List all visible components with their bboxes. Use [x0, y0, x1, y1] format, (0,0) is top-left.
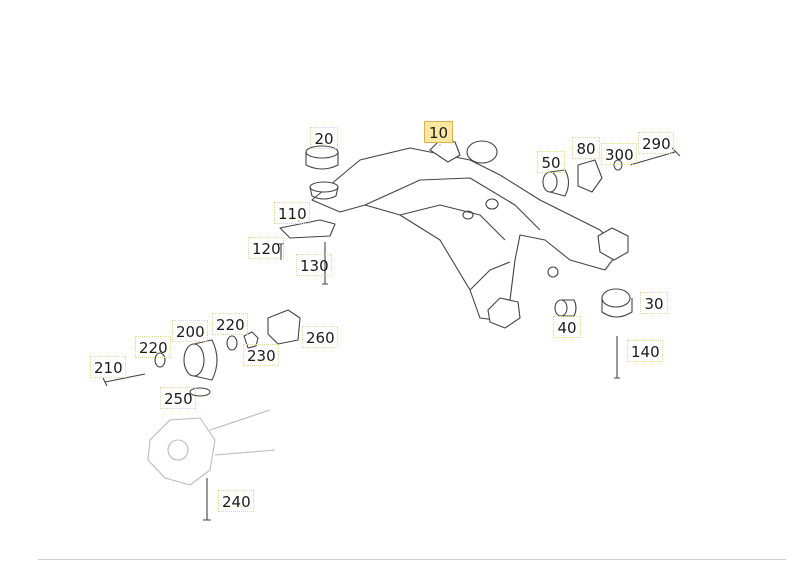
- callout-120[interactable]: 120: [248, 237, 284, 259]
- bushing-50[interactable]: [542, 169, 570, 197]
- bottom-divider: [38, 559, 786, 560]
- washer-250[interactable]: [189, 387, 211, 397]
- bolt-140[interactable]: [614, 336, 620, 379]
- mount-30[interactable]: [601, 288, 633, 318]
- callout-250[interactable]: 250: [160, 387, 196, 409]
- callout-200[interactable]: 200: [172, 320, 208, 342]
- callout-110[interactable]: 110: [274, 202, 310, 224]
- bolt-210[interactable]: [102, 373, 146, 387]
- callout-80[interactable]: 80: [572, 137, 600, 159]
- washer-300[interactable]: [613, 159, 623, 171]
- bolt-130[interactable]: [322, 242, 328, 285]
- callout-30[interactable]: 30: [640, 292, 668, 314]
- callout-240[interactable]: 240: [218, 490, 254, 512]
- callout-220-left[interactable]: 220: [135, 336, 171, 358]
- bushing-200[interactable]: [183, 339, 218, 381]
- bracket-260[interactable]: [267, 309, 301, 345]
- washer-220-left[interactable]: [154, 352, 166, 368]
- mount-80[interactable]: [577, 159, 603, 193]
- callout-230[interactable]: 230: [243, 344, 279, 366]
- callout-290[interactable]: 290: [638, 132, 674, 154]
- rear-subframe-part[interactable]: [311, 139, 629, 329]
- callout-220-right[interactable]: 220: [212, 313, 248, 335]
- callout-210[interactable]: 210: [90, 356, 126, 378]
- knuckle-outline: [147, 409, 276, 486]
- bracket-part[interactable]: [279, 219, 336, 239]
- callout-40[interactable]: 40: [553, 316, 581, 338]
- callout-50[interactable]: 50: [537, 151, 565, 173]
- bolt-240[interactable]: [203, 478, 211, 521]
- callout-20[interactable]: 20: [310, 127, 338, 149]
- callout-300[interactable]: 300: [601, 143, 637, 165]
- washer-220-right[interactable]: [226, 335, 238, 351]
- callout-130[interactable]: 130: [296, 254, 332, 276]
- callout-140[interactable]: 140: [627, 340, 663, 362]
- callout-10[interactable]: 10: [424, 121, 453, 143]
- bushing-40[interactable]: [554, 299, 577, 317]
- upper-bushing-part[interactable]: [305, 145, 339, 200]
- leader-lines: [298, 144, 441, 222]
- callout-260[interactable]: 260: [302, 326, 338, 348]
